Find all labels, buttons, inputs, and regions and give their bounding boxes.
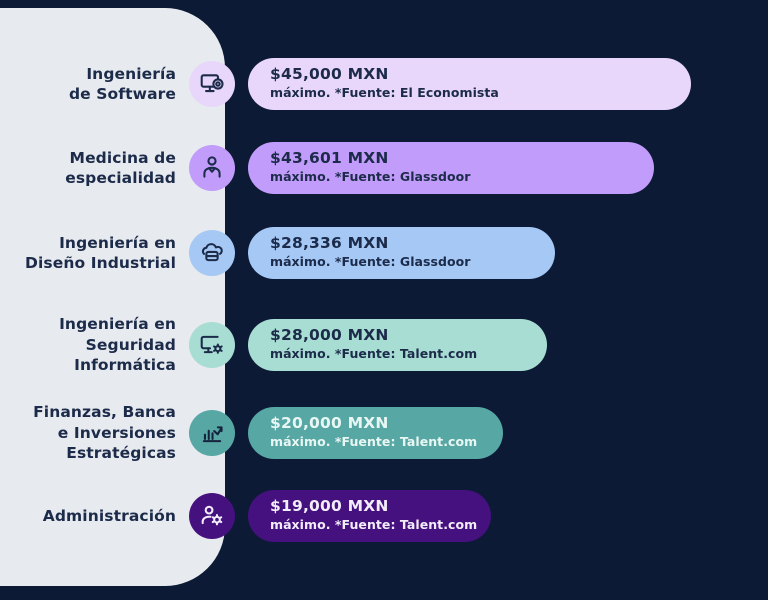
bar-source: máximo. *Fuente: Glassdoor [270, 254, 471, 270]
bar-amount: $28,336 MXN [270, 234, 389, 253]
bar-amount: $43,601 MXN [270, 149, 389, 168]
category-label: Ingeniería en Seguridad Informática [59, 315, 176, 375]
monitor-presentation-icon [189, 61, 235, 107]
bar-amount: $20,000 MXN [270, 414, 389, 433]
chart-row: Ingeniería en Diseño Industrial $28,336 … [0, 218, 768, 288]
chart-row: Ingeniería de Software $45,000 MXN máxim… [0, 50, 768, 118]
category-icon-wrap [184, 493, 240, 539]
bar-source: máximo. *Fuente: Glassdoor [270, 169, 471, 185]
left-label-panel [0, 8, 225, 586]
bar-source: máximo. *Fuente: Talent.com [270, 517, 478, 533]
category-icon-wrap [184, 410, 240, 456]
value-bar[interactable]: $45,000 MXN máximo. *Fuente: El Economis… [248, 58, 691, 110]
chart-row: Finanzas, Banca e Inversiones Estratégic… [0, 398, 768, 468]
bar-area: $28,000 MXN máximo. *Fuente: Talent.com [240, 310, 768, 380]
category-icon-wrap [184, 230, 240, 276]
bar-area: $28,336 MXN máximo. *Fuente: Glassdoor [240, 218, 768, 288]
bar-source: máximo. *Fuente: El Economista [270, 85, 499, 101]
category-icon-wrap [184, 145, 240, 191]
chart-row: Ingeniería en Seguridad Informática $28,… [0, 310, 768, 380]
bar-area: $43,601 MXN máximo. *Fuente: Glassdoor [240, 134, 768, 202]
user-gear-icon [189, 493, 235, 539]
value-bar[interactable]: $43,601 MXN máximo. *Fuente: Glassdoor [248, 142, 654, 194]
bar-area: $20,000 MXN máximo. *Fuente: Talent.com [240, 398, 768, 468]
chart-row: Medicina de especialidad $43,601 MXN máx… [0, 134, 768, 202]
monitor-gear-icon [189, 322, 235, 368]
category-icon-wrap [184, 322, 240, 368]
category-icon-wrap [184, 61, 240, 107]
chart-row: Administración $19,000 MXN máximo. *Fuen… [0, 481, 768, 551]
bar-amount: $28,000 MXN [270, 326, 389, 345]
growth-chart-icon [189, 410, 235, 456]
cloud-server-icon [189, 230, 235, 276]
category-label: Finanzas, Banca e Inversiones Estratégic… [33, 403, 176, 463]
value-bar[interactable]: $19,000 MXN máximo. *Fuente: Talent.com [248, 490, 491, 542]
value-bar[interactable]: $28,000 MXN máximo. *Fuente: Talent.com [248, 319, 547, 371]
bar-source: máximo. *Fuente: Talent.com [270, 346, 478, 362]
category-label: Administración [42, 506, 176, 525]
bar-area: $45,000 MXN máximo. *Fuente: El Economis… [240, 50, 768, 118]
category-label: Ingeniería en Diseño Industrial [25, 233, 176, 272]
bar-area: $19,000 MXN máximo. *Fuente: Talent.com [240, 481, 768, 551]
bar-source: máximo. *Fuente: Talent.com [270, 434, 478, 450]
value-bar[interactable]: $28,336 MXN máximo. *Fuente: Glassdoor [248, 227, 555, 279]
doctor-icon [189, 145, 235, 191]
category-label: Ingeniería de Software [68, 64, 176, 103]
value-bar[interactable]: $20,000 MXN máximo. *Fuente: Talent.com [248, 407, 503, 459]
bar-amount: $45,000 MXN [270, 65, 389, 84]
bar-amount: $19,000 MXN [270, 497, 389, 516]
category-label: Medicina de especialidad [65, 148, 176, 187]
